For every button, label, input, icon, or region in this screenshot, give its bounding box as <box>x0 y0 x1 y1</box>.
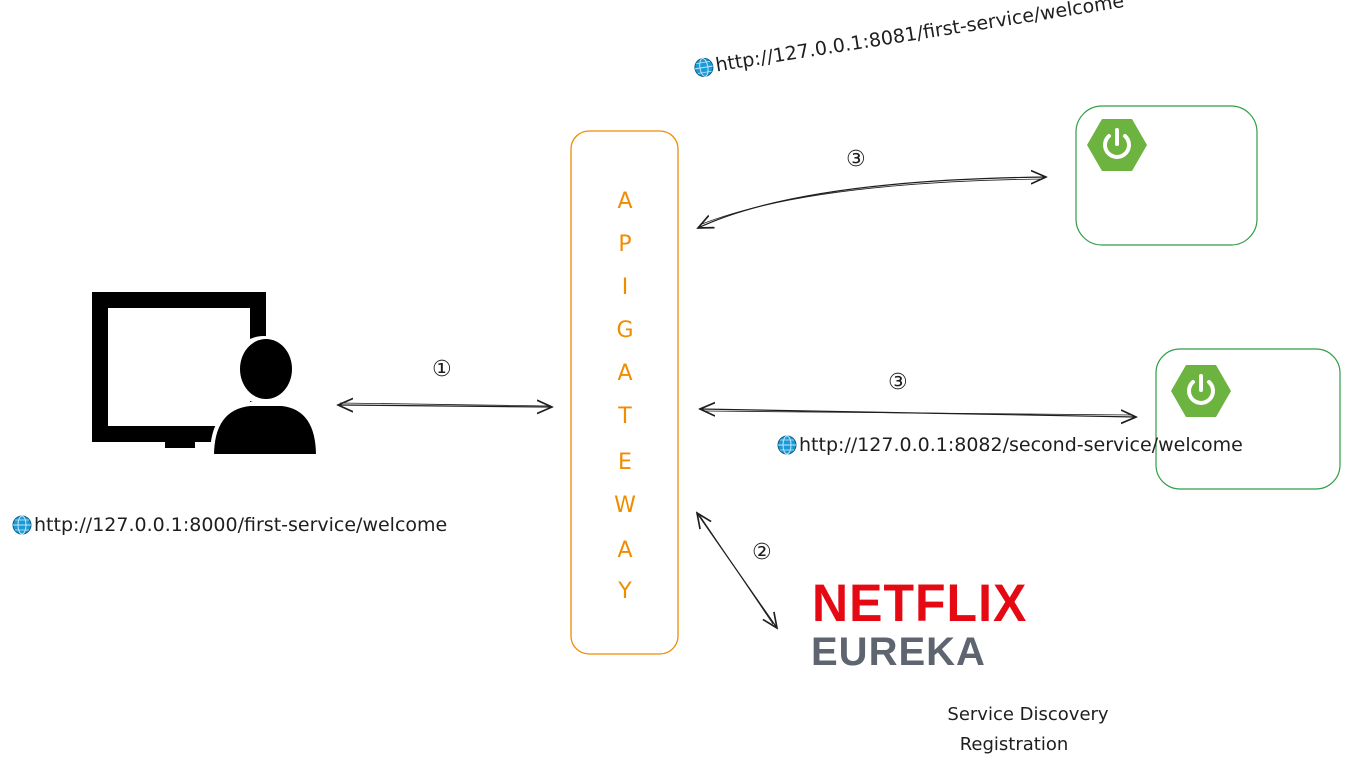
spring-boot-icon <box>1087 119 1147 171</box>
client-computer-user-icon <box>92 292 321 458</box>
eureka-caption-line1: Service Discovery <box>947 704 1109 725</box>
netflix-logo-text: NETFLIX <box>812 573 1028 633</box>
gateway-first-service-arrow <box>698 177 1046 228</box>
gateway-letter: W <box>614 493 636 518</box>
globe-icon <box>694 57 714 77</box>
gateway-letter: T <box>618 404 632 429</box>
step-1-marker: ① <box>432 357 452 382</box>
eureka-logo-text: EUREKA <box>811 630 986 674</box>
second-service-box <box>1155 348 1341 490</box>
api-gateway-box <box>570 130 679 655</box>
gateway-letter: A <box>617 361 633 386</box>
client-url-label: http://127.0.0.1:8000/first-service/welc… <box>12 514 447 536</box>
gateway-letter: A <box>617 538 633 563</box>
second-service-url-text: http://127.0.0.1:8082/second-service/wel… <box>799 434 1243 456</box>
second-service-url-label: http://127.0.0.1:8082/second-service/wel… <box>777 434 1243 456</box>
step-3-second-marker: ③ <box>888 370 908 395</box>
gateway-letter: I <box>621 275 629 300</box>
gateway-eureka-arrow <box>697 513 777 628</box>
gateway-letter: Y <box>618 579 632 604</box>
gateway-letter: P <box>618 232 632 257</box>
first-service-url-label: http://127.0.0.1:8081/first-service/welc… <box>692 0 1126 80</box>
client-gateway-arrow <box>338 403 552 407</box>
step-3-first-marker: ③ <box>846 147 866 172</box>
gateway-letter: G <box>616 318 634 343</box>
first-service-box <box>1075 105 1258 246</box>
gateway-second-service-arrow <box>700 409 1136 417</box>
step-2-marker: ② <box>752 540 772 565</box>
gateway-letter: A <box>617 189 633 214</box>
globe-icon <box>777 435 797 455</box>
spring-boot-icon <box>1171 365 1231 417</box>
eureka-caption-line2: Registration <box>959 734 1069 755</box>
gateway-letter: E <box>618 450 632 475</box>
globe-icon <box>12 515 32 535</box>
client-url-text: http://127.0.0.1:8000/first-service/welc… <box>34 514 448 536</box>
